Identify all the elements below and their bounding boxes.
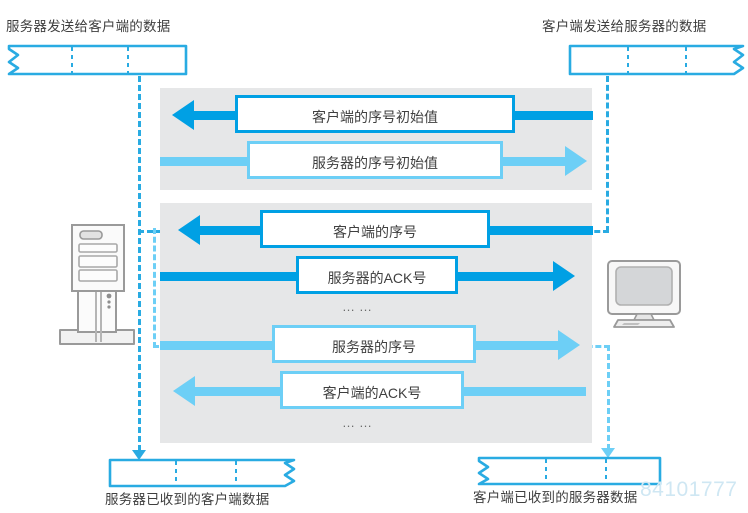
arrow-head-left-icon <box>178 215 200 245</box>
connector-server-sends-arrow <box>132 450 146 460</box>
arrow-label-server-seq: 服务器的序号 <box>272 325 476 363</box>
caption-server-received: 服务器已收到的客户端数据 <box>105 492 270 507</box>
arrow-row-client-seq: 客户端的序号 <box>160 210 593 250</box>
arrow-label-server-ack: 服务器的ACK号 <box>296 256 458 294</box>
watermark-text: 84101777 <box>640 478 738 501</box>
connector-row3-left-horizontal <box>138 230 180 233</box>
ellipsis-dots: …… <box>342 299 376 314</box>
server-tower-icon <box>52 222 142 357</box>
caption-server-sends: 服务器发送给客户端的数据 <box>6 19 171 34</box>
banner-client-received <box>476 456 662 486</box>
data-transfer-panel: 客户端的序号 服务器的ACK号 …… 服务器的序号 客户端的ACK号 …… <box>160 203 593 443</box>
connector-client-received-vertical <box>607 345 610 450</box>
arrow-label-server-isn: 服务器的序号初始值 <box>247 141 503 179</box>
banner-server-received <box>108 458 298 488</box>
arrow-label-client-ack: 客户端的ACK号 <box>280 371 464 409</box>
banner-client-sends <box>568 44 746 76</box>
client-monitor-icon <box>604 258 684 335</box>
arrow-row-server-isn: 服务器的序号初始值 <box>160 141 592 181</box>
arrow-row-server-ack: 服务器的ACK号 <box>160 256 592 296</box>
caption-client-sends: 客户端发送给服务器的数据 <box>542 19 707 34</box>
arrow-label-client-isn: 客户端的序号初始值 <box>235 95 515 133</box>
ellipsis-dots: …… <box>342 415 376 430</box>
arrow-head-left-icon <box>172 100 194 130</box>
banner-server-sends <box>6 44 188 76</box>
arrow-row-server-seq: 服务器的序号 <box>160 325 592 365</box>
connector-server-sends-vertical <box>138 76 141 451</box>
handshake-panel: 客户端的序号初始值 服务器的序号初始值 <box>160 88 593 190</box>
arrow-head-right-icon <box>565 146 587 176</box>
arrow-row-client-ack: 客户端的ACK号 <box>160 371 592 411</box>
caption-client-received: 客户端已收到的服务器数据 <box>473 490 638 505</box>
connector-row5-right-horizontal <box>578 345 610 348</box>
arrow-label-client-seq: 客户端的序号 <box>260 210 490 248</box>
arrow-head-right-icon <box>558 330 580 360</box>
connector-left-inner-vertical <box>153 228 156 348</box>
connector-client-sends-vertical <box>606 76 609 232</box>
arrow-head-left-icon <box>173 376 195 406</box>
connector-client-received-arrow <box>601 448 615 458</box>
arrow-head-right-icon <box>553 261 575 291</box>
arrow-row-client-isn: 客户端的序号初始值 <box>160 95 593 135</box>
